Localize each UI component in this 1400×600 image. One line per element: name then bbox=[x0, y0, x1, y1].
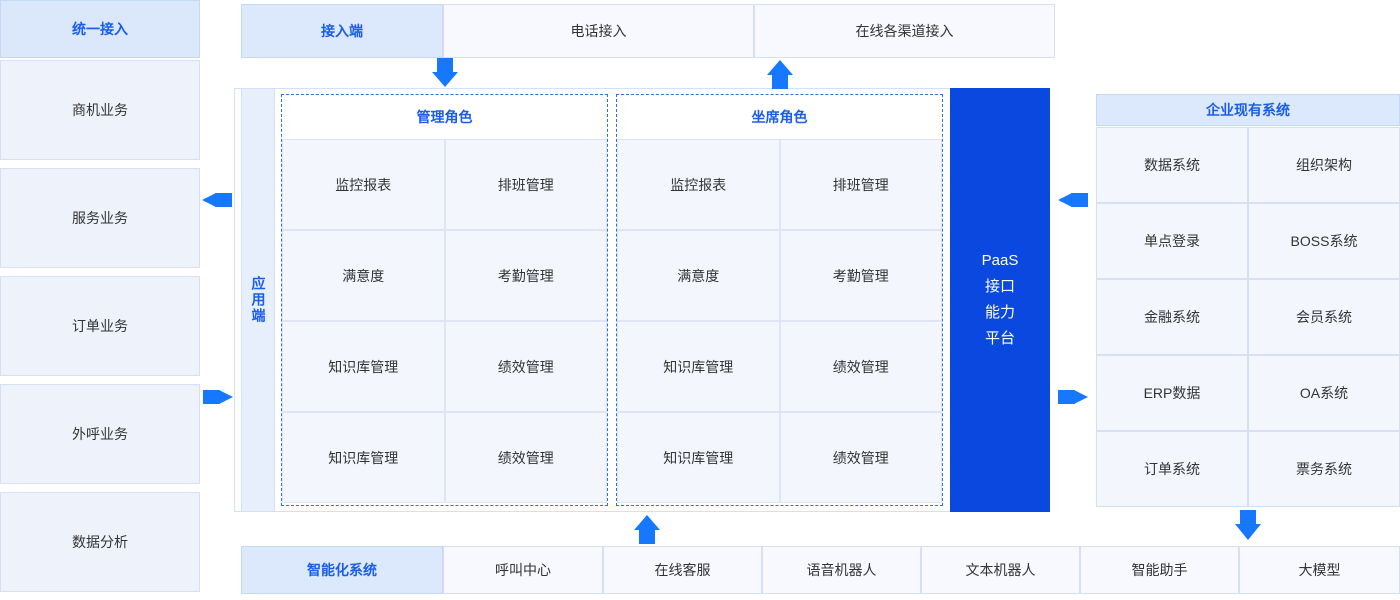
role-cell-manager-3[interactable]: 考勤管理 bbox=[444, 230, 607, 321]
role-title-manager: 管理角色 bbox=[416, 109, 473, 125]
left-item-4[interactable]: 数据分析 bbox=[0, 492, 200, 592]
bottom-item-4[interactable]: 智能助手 bbox=[1080, 546, 1239, 594]
paas-label: PaaS 接口 能力 平台 bbox=[982, 248, 1019, 353]
top-row-header: 接入端 bbox=[241, 4, 443, 58]
role-cell-agent-4[interactable]: 知识库管理 bbox=[617, 321, 780, 412]
left-item-1[interactable]: 服务业务 bbox=[0, 168, 200, 268]
bottom-item-1[interactable]: 在线客服 bbox=[603, 546, 762, 594]
arrow-up-bottom bbox=[634, 515, 660, 544]
right-item-2-1[interactable]: 会员系统 bbox=[1248, 279, 1400, 355]
right-item-3-1[interactable]: OA系统 bbox=[1248, 355, 1400, 431]
app-side-label: 应用端 bbox=[250, 276, 267, 324]
left-item-3[interactable]: 外呼业务 bbox=[0, 384, 200, 484]
arrow-left-right-upper bbox=[1058, 193, 1088, 207]
bottom-item-2[interactable]: 语音机器人 bbox=[762, 546, 921, 594]
right-item-0-1[interactable]: 组织架构 bbox=[1248, 127, 1400, 203]
role-cell-agent-3[interactable]: 考勤管理 bbox=[779, 230, 942, 321]
role-cell-agent-0[interactable]: 监控报表 bbox=[617, 139, 780, 230]
paas-line-1: 接口 bbox=[984, 277, 1015, 295]
top-item-0[interactable]: 电话接入 bbox=[443, 4, 754, 58]
left-column-header: 统一接入 bbox=[0, 0, 200, 58]
role-block-manager: 管理角色 监控报表 排班管理 满意度 考勤管理 知识库管理 绩效管理 知识库管理… bbox=[281, 94, 608, 506]
left-item-0[interactable]: 商机业务 bbox=[0, 60, 200, 160]
role-cell-agent-5[interactable]: 绩效管理 bbox=[779, 321, 942, 412]
role-cell-manager-0[interactable]: 监控报表 bbox=[282, 139, 445, 230]
right-item-4-1[interactable]: 票务系统 bbox=[1248, 431, 1400, 507]
role-cell-agent-7[interactable]: 绩效管理 bbox=[779, 412, 942, 503]
left-column: 统一接入 商机业务 服务业务 订单业务 外呼业务 数据分析 bbox=[0, 0, 200, 600]
role-cell-agent-2[interactable]: 满意度 bbox=[617, 230, 780, 321]
role-cell-manager-2[interactable]: 满意度 bbox=[282, 230, 445, 321]
role-cell-agent-6[interactable]: 知识库管理 bbox=[617, 412, 780, 503]
arrow-down-right bbox=[1235, 510, 1261, 540]
paas-line-3: 平台 bbox=[984, 330, 1015, 348]
role-cell-manager-1[interactable]: 排班管理 bbox=[444, 139, 607, 230]
bottom-item-5[interactable]: 大模型 bbox=[1239, 546, 1400, 594]
app-side-label-box: 应用端 bbox=[241, 88, 275, 512]
paas-line-2: 能力 bbox=[984, 304, 1015, 321]
role-grid-manager: 监控报表 排班管理 满意度 考勤管理 知识库管理 绩效管理 知识库管理 绩效管理 bbox=[282, 139, 607, 503]
right-item-1-0[interactable]: 单点登录 bbox=[1096, 203, 1248, 279]
paas-platform-block[interactable]: PaaS 接口 能力 平台 bbox=[950, 88, 1050, 512]
bottom-item-0[interactable]: 呼叫中心 bbox=[443, 546, 603, 594]
paas-line-0: PaaS bbox=[981, 251, 1019, 269]
arrow-left-upper bbox=[202, 193, 232, 207]
arrow-right-lower-left bbox=[203, 390, 233, 404]
right-item-0-0[interactable]: 数据系统 bbox=[1096, 127, 1248, 203]
right-item-1-1[interactable]: BOSS系统 bbox=[1248, 203, 1400, 279]
role-cell-manager-4[interactable]: 知识库管理 bbox=[282, 321, 445, 412]
arrow-up-top-right bbox=[767, 60, 793, 89]
right-item-3-0[interactable]: ERP数据 bbox=[1096, 355, 1248, 431]
role-block-agent: 坐席角色 监控报表 排班管理 满意度 考勤管理 知识库管理 绩效管理 知识库管理… bbox=[616, 94, 943, 506]
arrow-right-right-lower bbox=[1058, 390, 1088, 404]
role-cell-manager-5[interactable]: 绩效管理 bbox=[444, 321, 607, 412]
role-cell-manager-6[interactable]: 知识库管理 bbox=[282, 412, 445, 503]
right-item-2-0[interactable]: 金融系统 bbox=[1096, 279, 1248, 355]
right-column-header: 企业现有系统 bbox=[1096, 94, 1400, 126]
role-title-agent: 坐席角色 bbox=[751, 109, 808, 125]
bottom-item-3[interactable]: 文本机器人 bbox=[921, 546, 1080, 594]
top-item-1[interactable]: 在线各渠道接入 bbox=[754, 4, 1055, 58]
role-grid-agent: 监控报表 排班管理 满意度 考勤管理 知识库管理 绩效管理 知识库管理 绩效管理 bbox=[617, 139, 942, 503]
left-item-2[interactable]: 订单业务 bbox=[0, 276, 200, 376]
arrow-down-top-left bbox=[432, 58, 458, 87]
right-item-4-0[interactable]: 订单系统 bbox=[1096, 431, 1248, 507]
role-cell-agent-1[interactable]: 排班管理 bbox=[779, 139, 942, 230]
role-cell-manager-7[interactable]: 绩效管理 bbox=[444, 412, 607, 503]
bottom-row-header: 智能化系统 bbox=[241, 546, 443, 594]
